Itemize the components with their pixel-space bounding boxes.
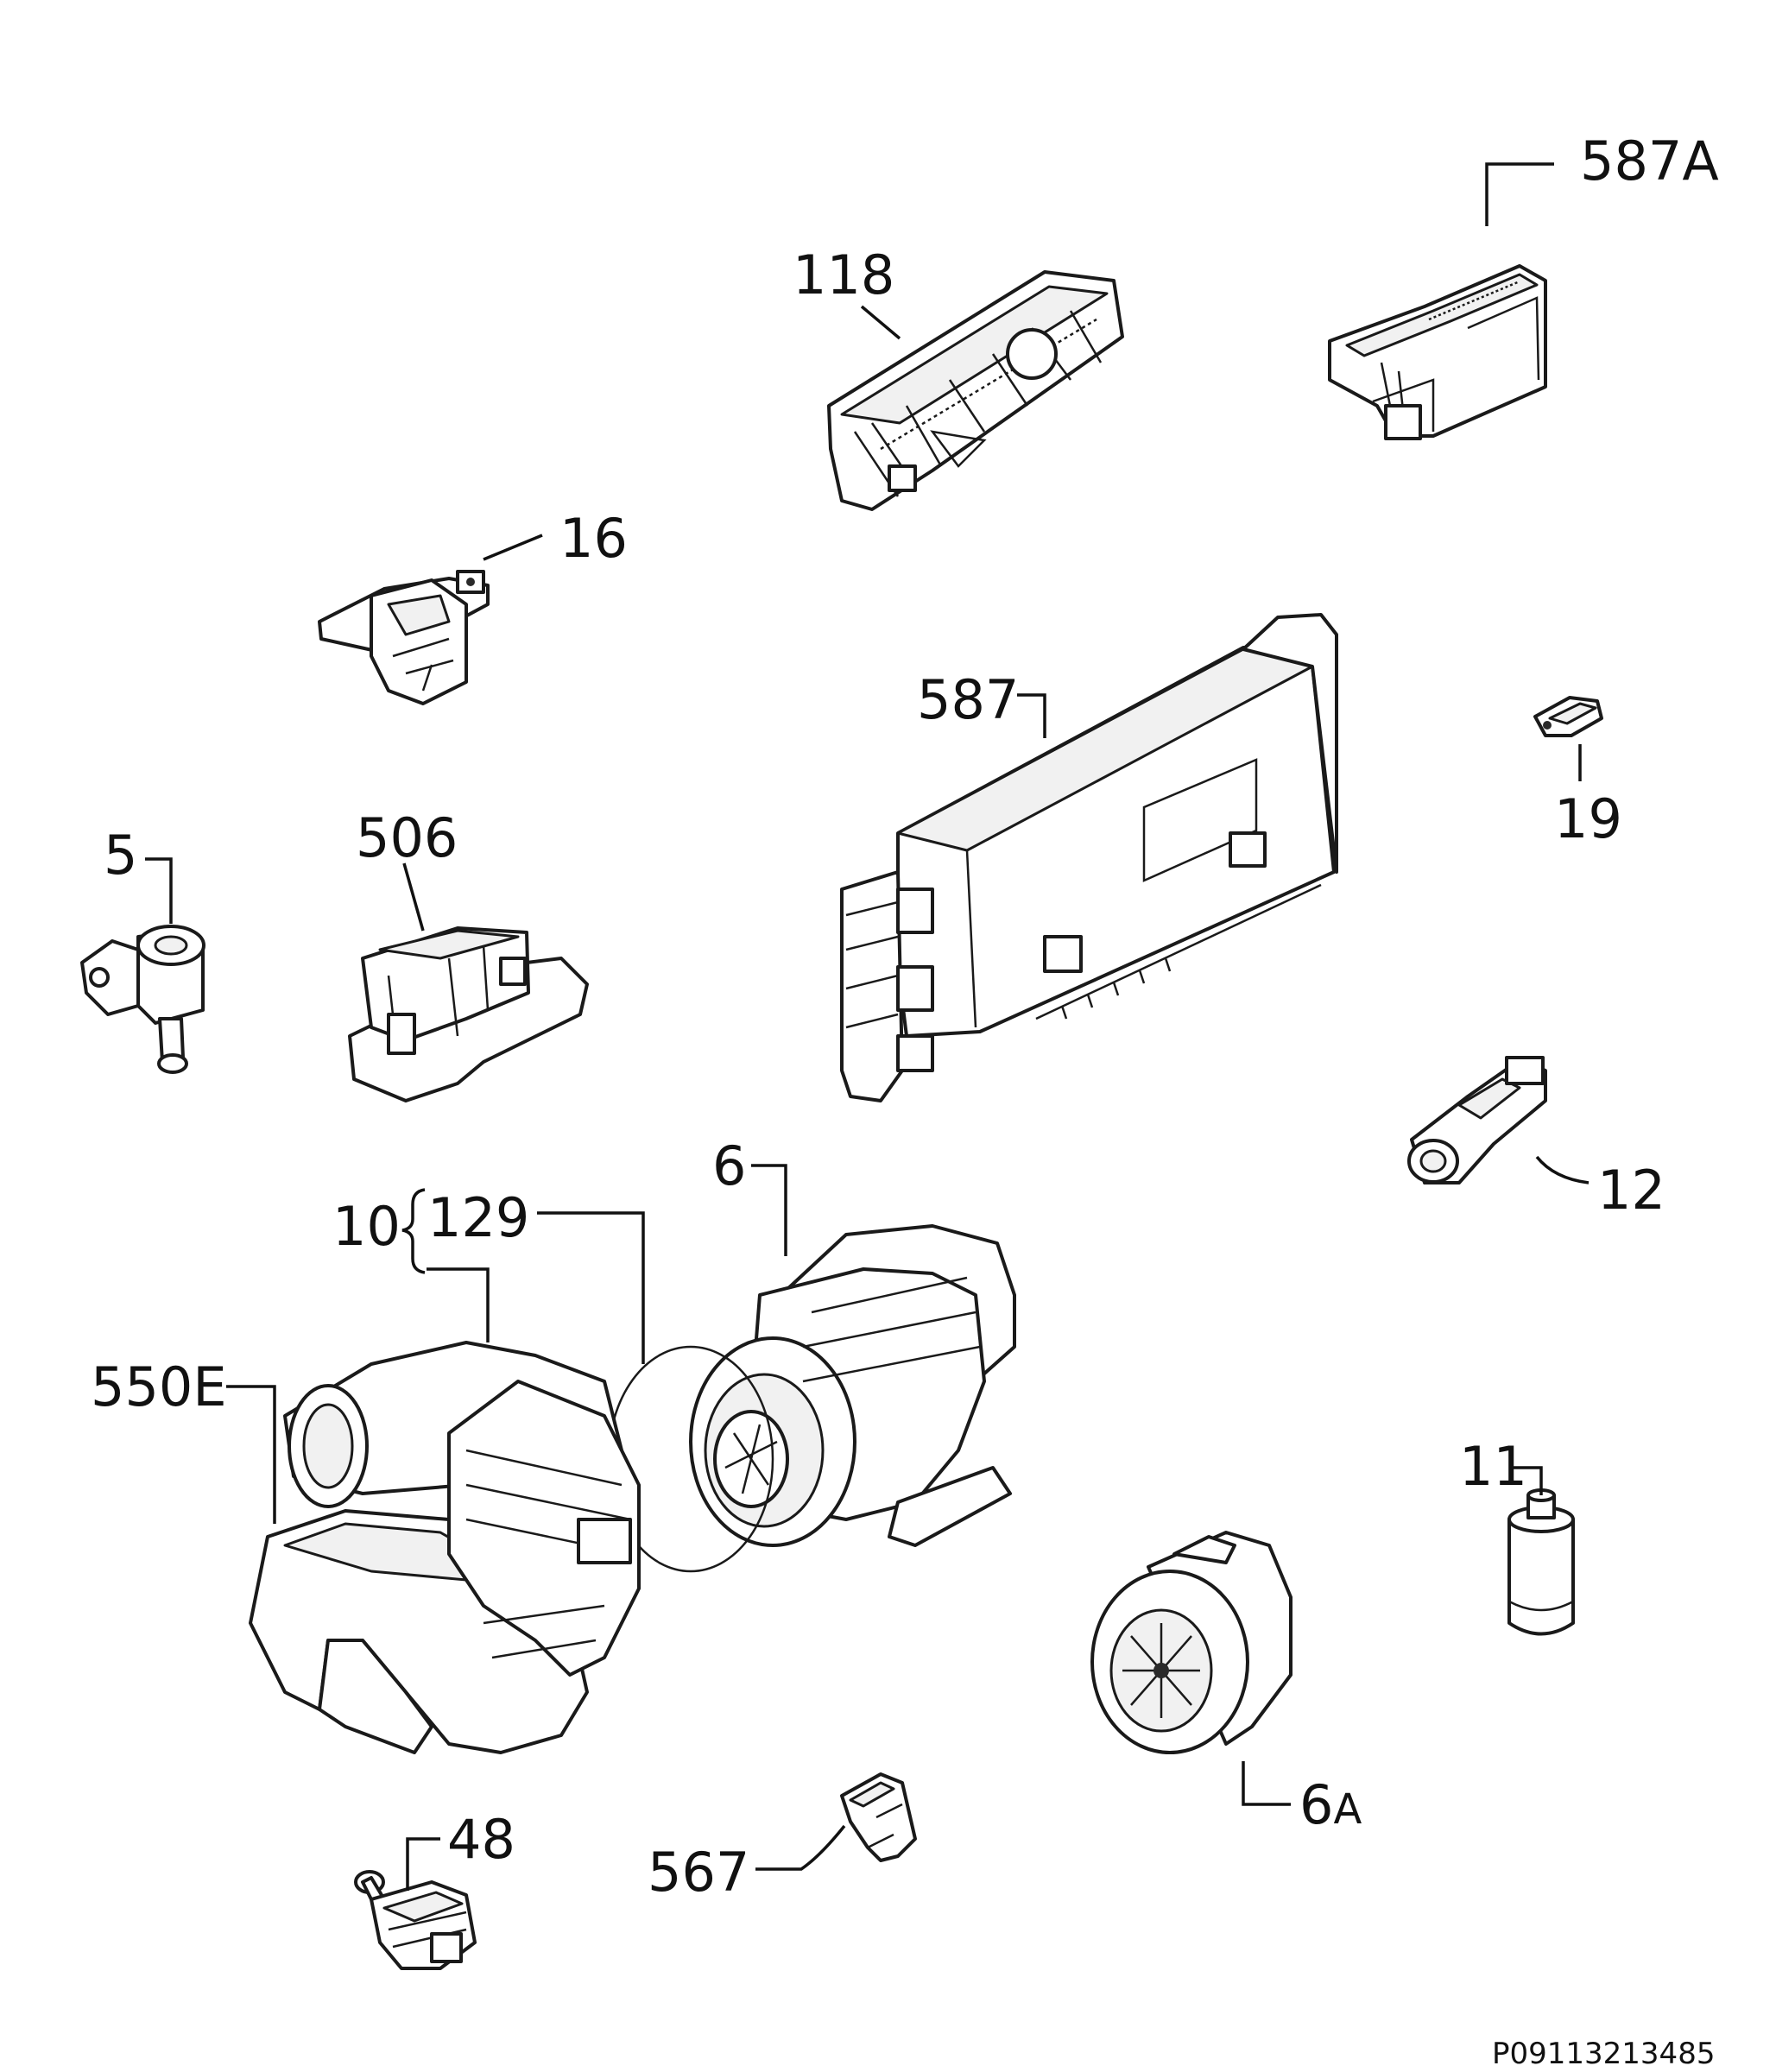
image-code: P09113213485 — [1492, 2037, 1715, 2071]
leader-567 — [755, 1824, 846, 1871]
part-587-main-module[interactable] — [840, 613, 1338, 1102]
brace-10 — [401, 1188, 426, 1274]
label-6A[interactable]: 6A — [1299, 1773, 1362, 1836]
label-550E[interactable]: 550E — [91, 1355, 227, 1418]
leader-550E — [226, 1385, 276, 1524]
part-48-pressure-sensor[interactable] — [354, 1870, 477, 1970]
leader-16 — [483, 534, 543, 561]
part-567-clip[interactable] — [840, 1772, 917, 1862]
part-19-connector[interactable] — [1533, 696, 1603, 737]
label-118[interactable]: 118 — [793, 243, 894, 306]
leader-11 — [1511, 1466, 1543, 1495]
label-129[interactable]: 129 — [427, 1186, 529, 1249]
label-6A-suffix: A — [1333, 1785, 1362, 1834]
part-587A-control-module[interactable] — [1328, 264, 1547, 440]
label-506[interactable]: 506 — [356, 806, 458, 869]
part-6-circulation-pump[interactable] — [607, 1224, 1016, 1573]
label-12[interactable]: 12 — [1597, 1159, 1665, 1222]
part-5-inlet-valve[interactable] — [80, 925, 205, 1074]
part-11-capacitor[interactable] — [1507, 1488, 1575, 1636]
label-5[interactable]: 5 — [104, 824, 137, 887]
leader-129-b — [537, 1211, 645, 1364]
leader-129-a — [427, 1267, 490, 1342]
leader-118 — [860, 305, 901, 340]
label-16[interactable]: 16 — [559, 507, 628, 570]
leader-506 — [402, 862, 425, 932]
label-48[interactable]: 48 — [447, 1808, 515, 1871]
leader-5 — [145, 857, 173, 924]
label-587A[interactable]: 587A — [1580, 130, 1719, 193]
leader-587 — [1017, 693, 1046, 738]
leader-587A — [1485, 162, 1554, 226]
label-11[interactable]: 11 — [1459, 1435, 1527, 1498]
leader-6 — [751, 1164, 787, 1256]
label-567[interactable]: 567 — [648, 1841, 749, 1904]
leader-6A — [1242, 1761, 1291, 1806]
label-10[interactable]: 10 — [332, 1195, 401, 1258]
part-6A-drain-pump[interactable] — [1090, 1531, 1292, 1754]
part-506-dispenser[interactable] — [348, 926, 589, 1102]
label-19[interactable]: 19 — [1554, 787, 1622, 850]
part-16-door-lock[interactable] — [318, 570, 490, 705]
part-550E-sump-housing[interactable] — [249, 1341, 641, 1754]
leader-48 — [406, 1837, 440, 1891]
part-12-sensor[interactable] — [1407, 1056, 1547, 1184]
label-6[interactable]: 6 — [712, 1134, 746, 1197]
leader-12 — [1535, 1155, 1590, 1184]
part-118-interface-board[interactable] — [827, 270, 1124, 511]
label-6A-number: 6 — [1299, 1773, 1333, 1836]
label-587[interactable]: 587 — [917, 668, 1019, 731]
